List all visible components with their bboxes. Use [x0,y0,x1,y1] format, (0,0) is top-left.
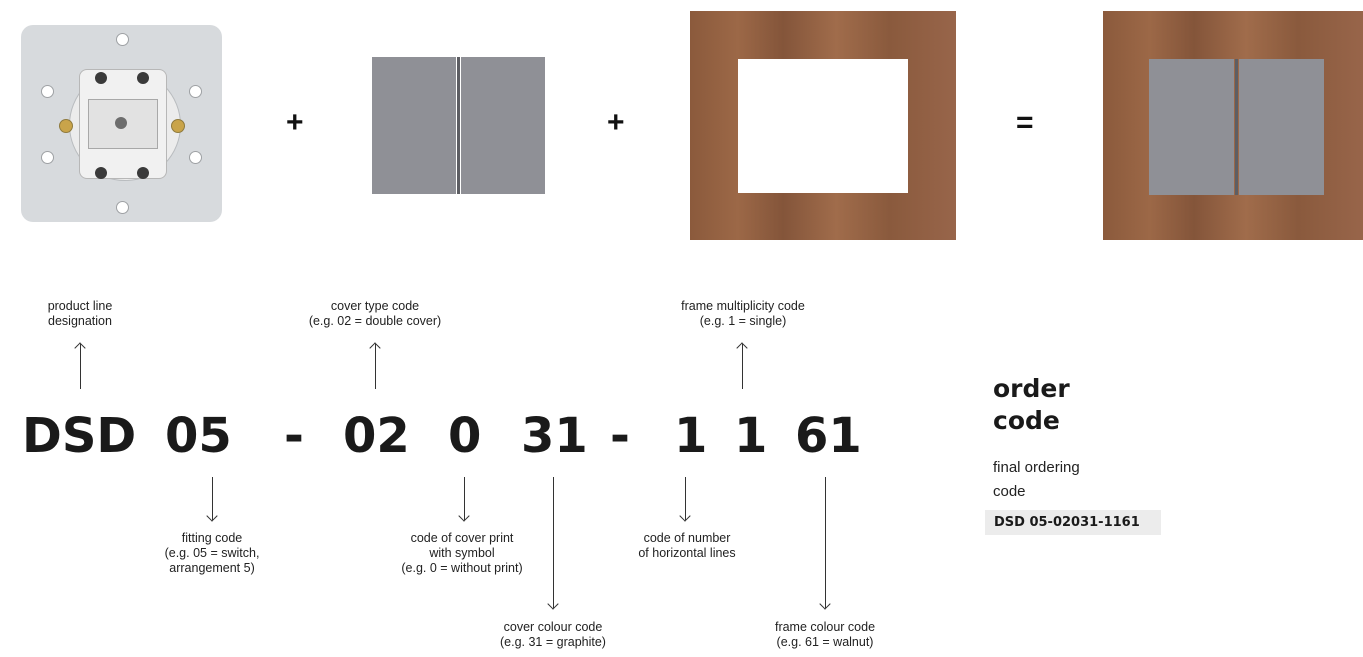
double-cover-image [372,57,545,194]
mount-hole [41,85,54,98]
label-cover-colour: cover colour code (e.g. 31 = graphite) [478,620,628,650]
arrow-up [80,344,81,389]
label-line: fitting code [137,531,287,546]
title-line: order [993,373,1123,405]
arrowhead [547,598,558,609]
arrowhead [74,342,85,353]
cover-divider [457,57,460,194]
mount-hole [189,85,202,98]
frame-opening [738,59,908,193]
description-line: code [993,480,1143,504]
code-cover-colour: 31 [521,408,588,464]
label-line: code of number [612,531,762,546]
label-line: code of cover print [372,531,552,546]
label-line: frame multiplicity code [643,299,843,314]
code-cover-print: 0 [448,408,481,464]
label-line: arrangement 5) [137,561,287,576]
final-code-badge: DSD 05-02031-1161 [985,510,1161,535]
cover-left-half [372,57,456,194]
code-frame-multiplicity: 1 [674,408,707,464]
label-line: designation [20,314,140,329]
code-frame-colour: 61 [795,408,862,464]
terminal [95,167,107,179]
label-frame-multiplicity: frame multiplicity code (e.g. 1 = single… [643,299,843,329]
equals-sign: = [1016,108,1034,138]
cover-left-half [1149,59,1234,195]
code-cover-type: 02 [343,408,410,464]
arrow-down [685,477,686,520]
label-cover-print: code of cover print with symbol (e.g. 0 … [372,531,552,576]
arrowhead [369,342,380,353]
label-line: with symbol [372,546,552,561]
plus-sign: + [607,108,625,138]
code-horizontal-lines: 1 [734,408,767,464]
walnut-frame-image [690,11,956,240]
label-line: (e.g. 1 = single) [643,314,843,329]
arrow-down [825,477,826,608]
assembled-cover [1149,59,1324,195]
arrowhead [819,598,830,609]
mount-hole [116,201,129,214]
final-code-text: DSD 05-02031-1161 [994,514,1140,531]
arrow-down [553,477,554,608]
arrow-up [375,344,376,389]
arrowhead [679,510,690,521]
arrowhead [206,510,217,521]
assembled-switch-image [1103,11,1363,240]
label-line: frame colour code [750,620,900,635]
screw-right [171,119,185,133]
label-line: (e.g. 31 = graphite) [478,635,628,650]
mount-hole [189,151,202,164]
title-line: code [993,405,1123,437]
cover-divider [1235,59,1238,195]
arrow-down [464,477,465,520]
arrow-up [742,344,743,389]
code-dash: - [610,408,630,464]
terminal [137,72,149,84]
terminal [137,167,149,179]
label-line: product line [20,299,140,314]
label-line: (e.g. 0 = without print) [372,561,552,576]
label-line: (e.g. 05 = switch, [137,546,287,561]
code-product-line: DSD [22,408,136,464]
label-cover-type: cover type code (e.g. 02 = double cover) [275,299,475,329]
arrowhead [458,510,469,521]
label-horizontal-lines: code of number of horizontal lines [612,531,762,561]
mount-hole [41,151,54,164]
label-line: of horizontal lines [612,546,762,561]
switch-mechanism-image [21,25,222,222]
mount-hole [116,33,129,46]
label-frame-colour: frame colour code (e.g. 61 = walnut) [750,620,900,650]
description-line: final ordering [993,456,1143,480]
label-product-line: product line designation [20,299,140,329]
code-dash: - [284,408,304,464]
mechanism-pin [115,117,127,129]
label-fitting: fitting code (e.g. 05 = switch, arrangem… [137,531,287,576]
label-line: (e.g. 61 = walnut) [750,635,900,650]
terminal [95,72,107,84]
label-line: cover colour code [478,620,628,635]
code-fitting: 05 [165,408,232,464]
arrow-down [212,477,213,520]
cover-right-half [1239,59,1324,195]
plus-sign: + [286,108,304,138]
label-line: (e.g. 02 = double cover) [275,314,475,329]
screw-left [59,119,73,133]
cover-right-half [461,57,545,194]
order-code-title: order code [993,373,1123,437]
order-code-description: final ordering code [993,456,1143,504]
arrowhead [736,342,747,353]
label-line: cover type code [275,299,475,314]
